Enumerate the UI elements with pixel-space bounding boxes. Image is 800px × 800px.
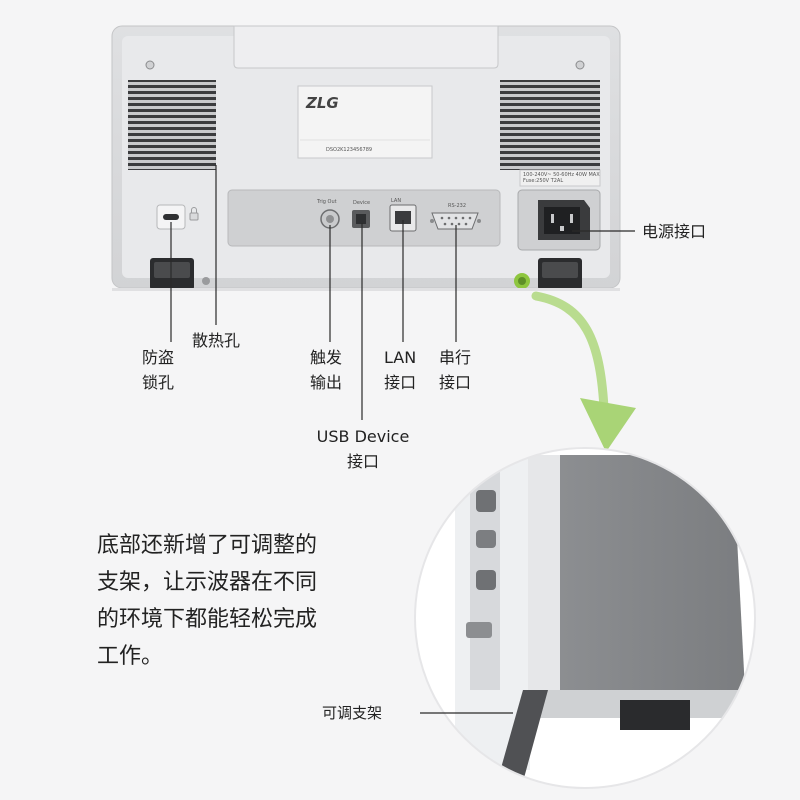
power-spec-label: 100-240V~ 50-60Hz 40W MAX Fuse:250V T2AL (523, 172, 600, 184)
serial-number-label: DSO2K123456789 (326, 147, 373, 153)
callout-lan: LAN 接口 (384, 348, 417, 392)
brand-logo: ZLG (306, 94, 339, 112)
callout-serial: 串行 接口 (439, 348, 472, 392)
description-line: 支架，让示波器在不同 (97, 570, 318, 595)
usb-device-label: Device (353, 200, 371, 206)
callout-stand: 可调支架 (322, 704, 383, 722)
green-curved-arrow (531, 291, 609, 413)
callout-trigger-output: 触发 输出 (310, 348, 343, 392)
vent-right (500, 80, 600, 170)
screw-icon (145, 60, 155, 70)
rs232-label: RS-232 (448, 203, 466, 209)
description-line: 工作。 (97, 644, 164, 669)
callout-anti-theft: 防盗 锁孔 (142, 348, 175, 392)
rating-label-plate (297, 85, 433, 159)
rs232-port (431, 212, 479, 230)
trig-out-label: Trig Out (317, 199, 337, 205)
vent-left (128, 80, 216, 170)
screw-icon (575, 60, 585, 70)
callout-power: 电源接口 (642, 222, 707, 241)
description-line: 的环境下都能轻松完成 (97, 607, 318, 632)
description-line: 底部还新增了可调整的 (97, 533, 318, 558)
feature-description: 底部还新增了可调整的 支架，让示波器在不同 的环境下都能轻松完成 工作。 (97, 527, 317, 675)
callout-heat-vent: 散热孔 (192, 331, 241, 350)
stand-detail-circle (415, 448, 755, 788)
callout-usb-device: USB Device 接口 (316, 427, 410, 471)
lan-port-label: LAN (391, 198, 402, 204)
lock-icon (189, 207, 199, 221)
